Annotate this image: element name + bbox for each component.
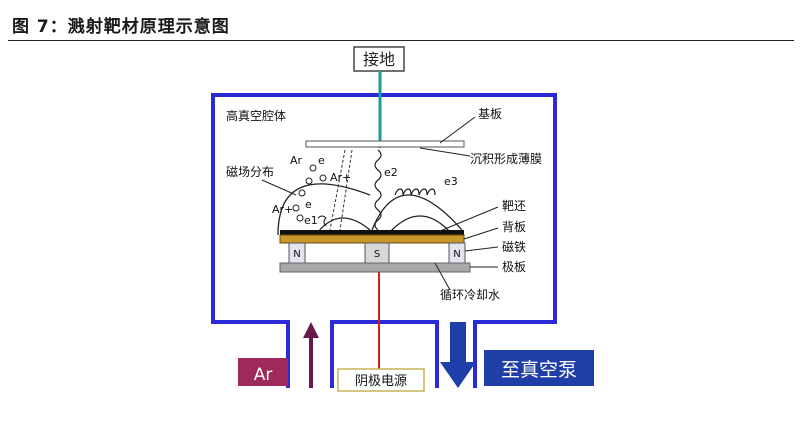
film-label: 沉积形成薄膜 (470, 151, 542, 166)
particle-circle-3 (319, 174, 327, 182)
magnet-n-right-label: N (453, 249, 460, 260)
particle-ar-plus-2: Ar+ (272, 203, 293, 216)
chamber-label: 高真空腔体 (226, 108, 286, 123)
magnet-s-label: S (374, 249, 380, 260)
pole-plate (279, 262, 471, 273)
magnet-label: 磁铁 (502, 239, 526, 254)
particle-ar-plus-1: Ar+ (330, 171, 351, 184)
particle-circle-1 (309, 164, 317, 172)
substrate-pointer (439, 116, 476, 144)
backplate-pointer (463, 227, 499, 240)
pump-arrow (440, 322, 476, 388)
argon-label: Ar (254, 365, 273, 385)
target-layer (280, 230, 464, 235)
argon-arrow-head (303, 322, 319, 338)
electron-e2-spiral (374, 149, 382, 231)
sputter-trace-2 (339, 149, 353, 231)
backplate (279, 234, 465, 244)
particle-e3: e3 (444, 175, 458, 188)
film-pointer (419, 147, 471, 157)
magnet-pointer (464, 246, 499, 252)
magnetic-field-arc-right-inner (389, 215, 451, 233)
particle-e-2: e (305, 198, 312, 211)
ground-label: 接地 (363, 50, 395, 69)
particle-circle-4 (298, 189, 306, 197)
electron-e1-spiral (317, 215, 327, 227)
particle-circle-6 (296, 214, 304, 222)
vacuum-pump-label: 至真空泵 (501, 359, 577, 381)
magnetic-field-pointer (261, 179, 297, 196)
particle-circle-5 (292, 204, 300, 212)
substrate-plate (305, 140, 465, 148)
cooling-water-pointer (434, 262, 451, 291)
particle-circle-2 (305, 177, 313, 185)
particle-e1: e1 (304, 214, 318, 227)
particle-e2: e2 (384, 166, 398, 179)
magnet-n-left-label: N (293, 249, 300, 260)
electron-e3-loops (394, 188, 436, 196)
particle-ar-1: Ar (290, 154, 303, 167)
target-label: 靶还 (502, 199, 526, 213)
substrate-label: 基板 (478, 107, 502, 121)
pole-plate-label: 极板 (502, 260, 526, 274)
title-rule (8, 40, 794, 41)
target-pointer (439, 206, 499, 232)
power-supply-label: 阴极电源 (355, 374, 407, 389)
vacuum-pump-box (484, 350, 594, 386)
sputter-trace-1 (329, 149, 346, 231)
cooling-water-label: 循环冷却水 (440, 288, 500, 302)
ground-box (353, 46, 405, 72)
figure-title: 图 7：溅射靶材原理示意图 (12, 17, 230, 37)
particle-e-1: e (318, 154, 325, 167)
backplate-label: 背板 (502, 220, 526, 234)
magnetic-field-label: 磁场分布 (226, 164, 274, 179)
magnetic-field-arc-left-outer (277, 183, 371, 236)
power-supply-box (337, 368, 425, 392)
pump-channel-wall (330, 320, 439, 388)
magnetic-field-arc-left-inner (317, 217, 371, 233)
vacuum-chamber-wall (211, 93, 557, 388)
magnetic-field-arc-right-outer (371, 194, 463, 231)
argon-box (238, 358, 288, 386)
